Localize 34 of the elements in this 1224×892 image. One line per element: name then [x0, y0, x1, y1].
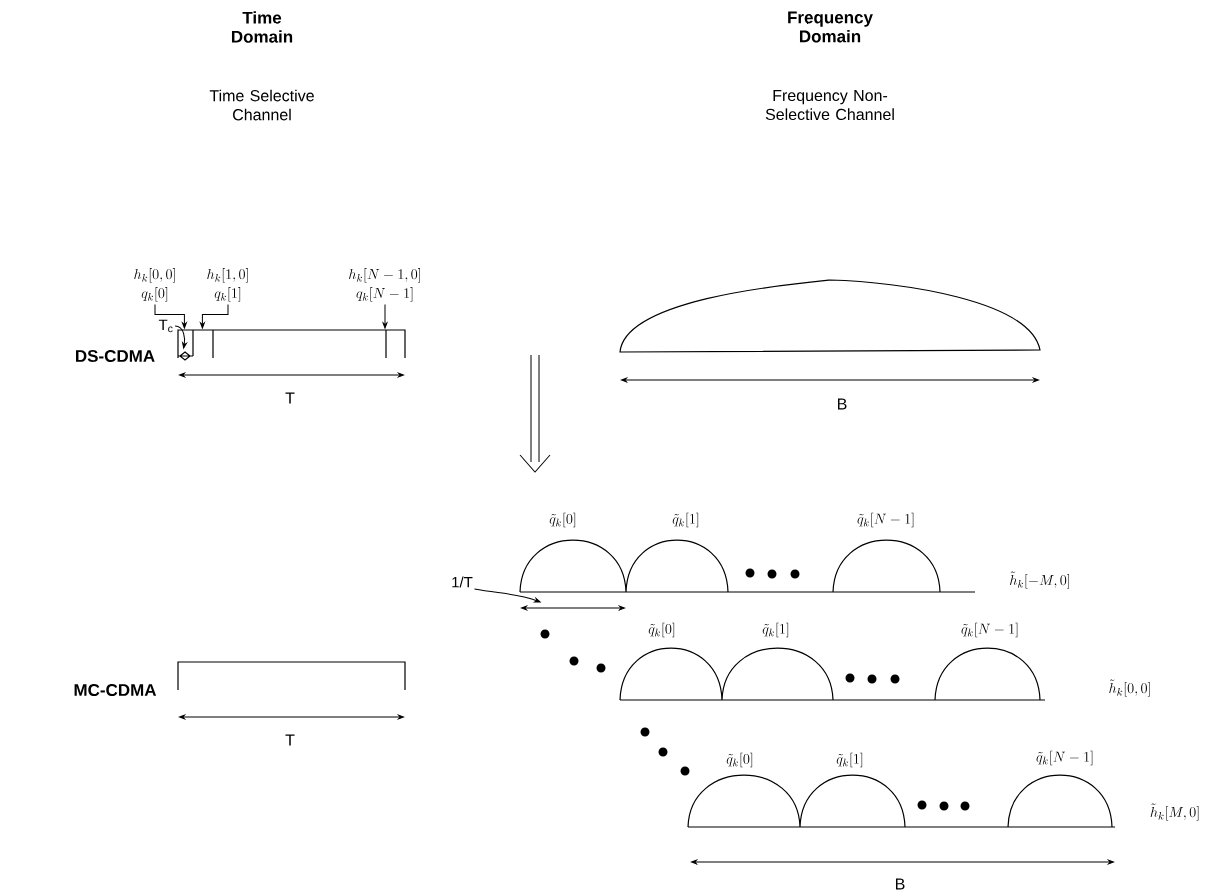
formula-label: $\tilde{q}_k[N-1]$ [961, 622, 1018, 638]
dimension-label: B [838, 398, 847, 410]
formula-label: $\tilde{q}_k[0]$ [648, 622, 675, 638]
formula-label: $\tilde{h}_k[M,0]$ [1150, 803, 1199, 821]
row-label: DS-CDMA [76, 350, 155, 363]
leader-line [200, 304, 229, 329]
formula-label: $\tilde{q}_k[N-1]$ [1036, 750, 1093, 766]
leader-label: T$_{c}$ [158, 319, 173, 333]
dimension-label: B [896, 878, 905, 890]
formula-label: $h_k[N-1,0]$ $q_k[N-1]$ [349, 268, 420, 302]
heading: Time Domain [232, 11, 293, 43]
dimension-label: T [285, 734, 295, 746]
formula-label: $\tilde{q}_k[1]$ [672, 512, 699, 528]
subheading: Frequency Non-Selective Channel [765, 89, 894, 121]
row-label: MC-CDMA [74, 684, 157, 697]
spectrum-curve [619, 279, 1041, 353]
leader-label: 1/T [452, 576, 473, 588]
formula-label: $\tilde{q}_k[1]$ [836, 752, 863, 768]
leader-line [473, 588, 541, 603]
leader-line [382, 304, 388, 329]
formula-label: $\tilde{q}_k[N-1]$ [857, 512, 914, 528]
heading: Frequency Domain [788, 11, 873, 43]
chip-sequence-drawing [177, 329, 406, 361]
formula-label: $h_k[1,0]$ $q_k[1]$ [207, 268, 248, 302]
formula-label: $\tilde{q}_k[0]$ [549, 512, 576, 528]
formula-label: $\tilde{q}_k[1]$ [762, 622, 789, 638]
formula-label: $h_k[0,0]$ $q_k[0]$ [134, 268, 175, 302]
formula-label: $\tilde{q}_k[0]$ [726, 752, 753, 768]
dimension-label: T [285, 392, 295, 404]
subheading: Time Selective Channel [209, 89, 314, 121]
formula-label: $\tilde{h}_k[-M,0]$ [1010, 571, 1069, 589]
formula-label: $\tilde{h}_k[0,0]$ [1109, 679, 1150, 697]
leader-line [154, 304, 187, 329]
leader-line [174, 325, 187, 349]
